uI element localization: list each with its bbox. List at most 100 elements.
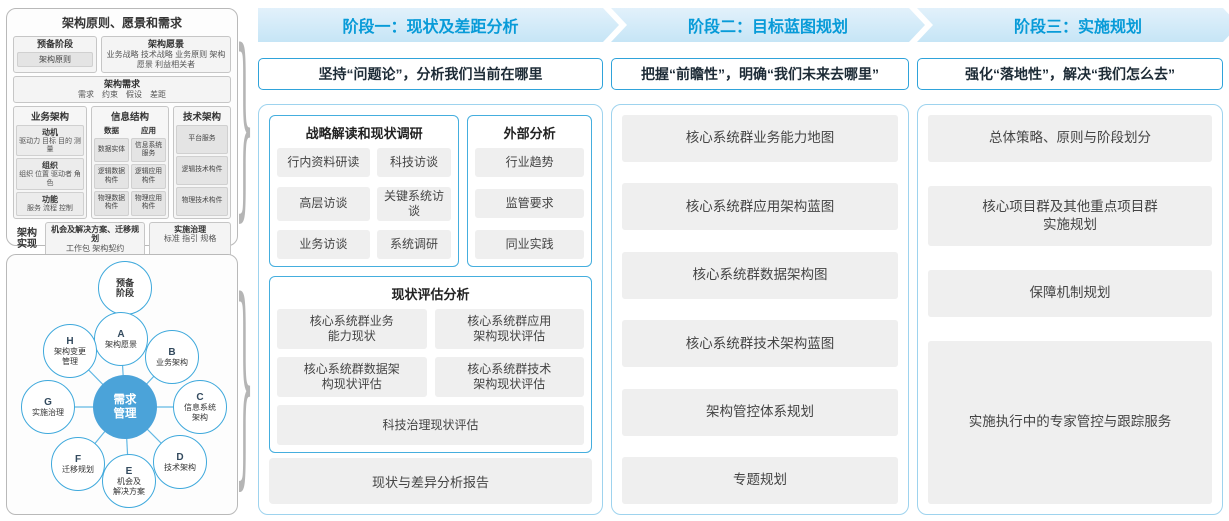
- phase1-subtitle: 坚持“问题论”，分析我们当前在哪里: [258, 58, 603, 90]
- platform-service-chip: 平台服务: [176, 124, 228, 154]
- adm-node-g-letter: G: [44, 396, 52, 408]
- architecture-principles-chip: 架构原则: [17, 51, 93, 67]
- function-label: 功能: [42, 195, 58, 205]
- implementation-governance-text: 标准 指引 规格: [163, 234, 217, 244]
- external-item-peer-practice: 同业实践: [475, 230, 584, 259]
- adm-node-b-letter: B: [168, 346, 176, 358]
- left-panel-title: 架构原则、愿景和需求: [61, 16, 182, 30]
- opportunities-migration-title: 机会及解决方案、迁移规划: [51, 224, 140, 244]
- phase2-column: 阶段二：目标蓝图规划 把握“前瞻性”，明确“我们未来去哪里” 核心系统群业务能力…: [611, 8, 909, 515]
- application-subcolumn: 应用 信息系统服务 逻辑应用构件 物理应用构件: [131, 125, 166, 216]
- adm-cycle-panel: 预备 阶段 A 架构愿景 B 业务架构 C 信息系统 架构 D 技术架构 E 机…: [6, 254, 238, 515]
- architecture-domains-row: 业务架构 动机 驱动力 目标 目的 测量 组织 组织 位置 驱动者 角色 功能 …: [13, 105, 231, 219]
- assessment-item-technology: 核心系统群技术 架构现状评估: [434, 357, 584, 397]
- data-label: 数据: [104, 125, 119, 135]
- architecture-implementation-label: 架构 实现: [17, 227, 37, 251]
- external-item-industry-trends: 行业趋势: [475, 148, 584, 177]
- function-group: 功能 服务 流程 控制: [16, 192, 84, 216]
- phase3-list: 总体策略、原则与阶段划分 核心项目群及其他重点项目群 实施规划 保障机制规划 实…: [928, 115, 1212, 504]
- motivation-label: 动机: [42, 127, 58, 137]
- physical-app-chip: 物理应用构件: [131, 190, 166, 216]
- assessment-grid: 核心系统群业务 能力现状 核心系统群应用 架构现状评估 核心系统群数据架 构现状…: [277, 309, 584, 445]
- assessment-box: 现状评估分析 核心系统群业务 能力现状 核心系统群应用 架构现状评估 核心系统群…: [269, 276, 592, 453]
- opportunities-migration-box: 机会及解决方案、迁移规划 工作包 架构契约: [45, 221, 146, 257]
- information-structure-column: 信息结构 数据 数据实体 逻辑数据构件 物理数据构件 应用 信息系统服务 逻辑应…: [91, 105, 169, 219]
- physical-tech-chip: 物理技术构件: [176, 186, 228, 216]
- adm-node-f-migration: F 迁移规划: [51, 437, 105, 491]
- phase2-header-arrow: 阶段二：目标蓝图规划: [611, 8, 925, 42]
- brace-glyph: }: [235, 258, 255, 511]
- research-item-internal-docs: 行内资料研读: [277, 148, 370, 177]
- research-item-system-survey: 系统调研: [376, 230, 452, 259]
- adm-requirements-management-center: 需求 管理: [93, 375, 157, 439]
- phase3-subtitle: 强化“落地性”，解决“我们怎么去”: [917, 58, 1223, 90]
- prep-phase-label: 预备阶段: [36, 39, 73, 49]
- motivation-text: 驱动力 目标 目的 测量: [19, 137, 81, 153]
- strategy-research-box: 战略解读和现状调研 行内资料研读 科技访谈 高层访谈 关键系统访谈 业务访谈 系…: [269, 115, 460, 267]
- adm-node-a-vision: A 架构愿景: [94, 312, 148, 366]
- implementation-governance-title: 实施治理: [174, 224, 207, 234]
- adm-node-e-letter: E: [125, 466, 133, 478]
- research-item-key-system-interview: 关键系统访谈: [376, 186, 452, 221]
- logical-tech-chip: 逻辑技术构件: [176, 155, 228, 185]
- business-architecture-column: 业务架构 动机 驱动力 目标 目的 测量 组织 组织 位置 驱动者 角色 功能 …: [13, 105, 87, 219]
- adm-node-b-label: 业务架构: [156, 357, 188, 367]
- function-text: 服务 流程 控制: [27, 205, 73, 213]
- assessment-title: 现状评估分析: [391, 287, 470, 302]
- adm-node-c-letter: C: [196, 392, 204, 404]
- adm-node-preparation: 预备 阶段: [98, 261, 152, 315]
- architecture-vision-box: 架构愿景 业务战略 技术战略 业务原则 架构愿景 利益相关者: [101, 36, 231, 73]
- architecture-requirements-box: 架构需求 需求 约束 假设 差距: [13, 75, 231, 103]
- phase2-subtitle: 把握“前瞻性”，明确“我们未来去哪里”: [611, 58, 909, 90]
- is-service-chip: 信息系统服务: [131, 137, 166, 163]
- adm-node-d-label: 技术架构: [164, 462, 196, 472]
- business-architecture-title: 业务架构: [30, 111, 69, 123]
- external-analysis-list: 行业趋势 监管要求 同业实践: [475, 148, 584, 259]
- phase2-item-application-blueprint: 核心系统群应用架构蓝图: [622, 183, 898, 231]
- organization-label: 组织: [42, 161, 58, 171]
- adm-node-g-label: 实施治理: [32, 407, 64, 417]
- adm-node-preparation-label: 预备 阶段: [115, 277, 134, 298]
- assessment-item-application: 核心系统群应用 架构现状评估: [434, 309, 584, 349]
- strategy-research-title: 战略解读和现状调研: [305, 126, 423, 141]
- adm-node-e-opportunities: E 机会及 解决方案: [102, 454, 156, 508]
- prep-phase-box: 预备阶段 架构原则: [13, 36, 97, 73]
- phase3-item-safeguard-mechanism: 保障机制规划: [928, 270, 1212, 317]
- information-structure-title: 信息结构: [110, 111, 149, 123]
- architecture-vision-text: 业务战略 技术战略 业务原则 架构愿景 利益相关者: [106, 49, 226, 69]
- gap-analysis-report-item: 现状与差异分析报告: [269, 458, 592, 504]
- architecture-implementation-row: 架构 实现 机会及解决方案、迁移规划 工作包 架构契约 实施治理 标准 指引 规…: [13, 221, 231, 257]
- adm-node-d-technology: D 技术架构: [153, 435, 207, 489]
- phase1-column: 阶段一：现状及差距分析 坚持“问题论”，分析我们当前在哪里 战略解读和现状调研 …: [258, 8, 603, 515]
- research-item-executive-interview: 高层访谈: [277, 186, 370, 221]
- phase3-header-arrow: 阶段三：实施规划: [917, 8, 1229, 42]
- architecture-requirements-label: 架构需求: [103, 78, 140, 89]
- data-entity-chip: 数据实体: [94, 137, 129, 163]
- phase2-item-capability-map: 核心系统群业务能力地图: [622, 115, 898, 162]
- physical-data-chip: 物理数据构件: [94, 190, 129, 216]
- adm-node-d-letter: D: [176, 451, 184, 463]
- adm-node-a-letter: A: [117, 328, 125, 340]
- organization-text: 组织 位置 驱动者 角色: [19, 171, 81, 187]
- motivation-group: 动机 驱动力 目标 目的 测量: [16, 124, 84, 157]
- adm-node-a-label: 架构愿景: [105, 339, 137, 349]
- external-analysis-box: 外部分析 行业趋势 监管要求 同业实践: [467, 115, 592, 267]
- assessment-item-data: 核心系统群数据架 构现状评估: [277, 357, 427, 397]
- strategy-research-grid: 行内资料研读 科技访谈 高层访谈 关键系统访谈 业务访谈 系统调研: [277, 148, 452, 259]
- adm-node-h-label: 架构变更 管理: [54, 347, 86, 366]
- architecture-vision-label: 架构愿景: [147, 39, 184, 49]
- technology-architecture-title: 技术架构: [182, 111, 221, 123]
- phase2-body: 核心系统群业务能力地图 核心系统群应用架构蓝图 核心系统群数据架构图 核心系统群…: [611, 104, 909, 515]
- opportunities-migration-text: 工作包 架构契约: [65, 243, 125, 253]
- external-analysis-title: 外部分析: [503, 126, 556, 141]
- phase1-header-arrow: 阶段一：现状及差距分析: [258, 8, 619, 42]
- adm-node-c-information-systems: C 信息系统 架构: [173, 380, 227, 434]
- phase2-item-data-architecture: 核心系统群数据架构图: [622, 251, 898, 299]
- adm-node-h-change-management: H 架构变更 管理: [43, 324, 97, 378]
- prep-vision-row: 预备阶段 架构原则 架构愿景 业务战略 技术战略 业务原则 架构愿景 利益相关者: [13, 36, 231, 73]
- logical-data-chip: 逻辑数据构件: [94, 164, 129, 189]
- phase2-item-governance-system: 架构管控体系规划: [622, 388, 898, 436]
- phase3-body: 总体策略、原则与阶段划分 核心项目群及其他重点项目群 实施规划 保障机制规划 实…: [917, 104, 1223, 515]
- adm-node-b-business: B 业务架构: [145, 330, 199, 384]
